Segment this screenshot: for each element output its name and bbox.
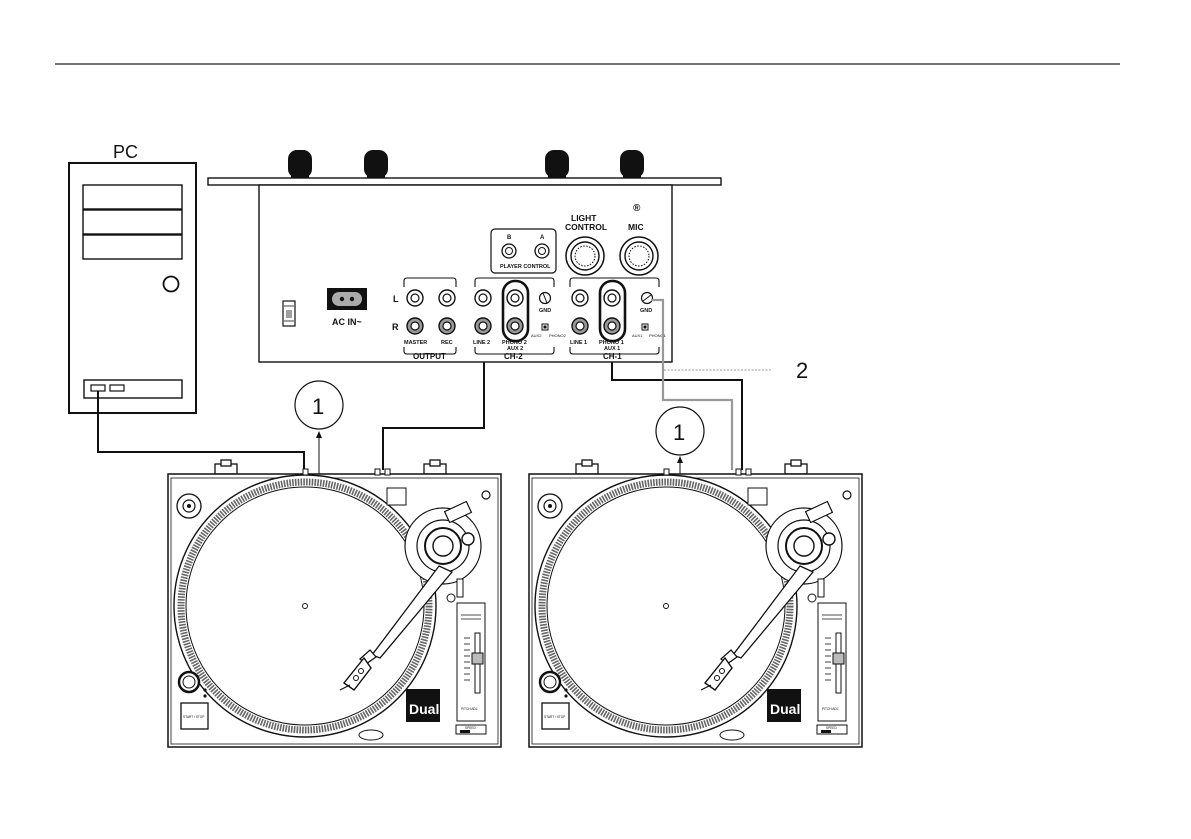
- mixer-top-plate: [208, 178, 721, 185]
- player-control-a-label: A: [540, 235, 545, 241]
- rec-label: REC: [441, 340, 453, 346]
- ac-inlet: [327, 288, 367, 310]
- line1-label: LINE 1: [570, 340, 587, 346]
- ch2-switch-left-label: AUX2: [531, 333, 542, 338]
- master-label: MASTER: [404, 340, 427, 346]
- power-switch: [283, 301, 295, 326]
- turntable-right: Dual START / STOP SPEED PITCH ADJ.: [529, 460, 862, 747]
- turntable-left-brand: Dual: [409, 701, 439, 717]
- ch2-switch-right-label: PHONO2: [549, 333, 567, 338]
- ch2-gnd-label: GND: [539, 308, 551, 314]
- turntable-left-pitch: PITCH ADJ.: [461, 707, 478, 711]
- phono1-r-jack: [604, 318, 620, 334]
- mixer: ® LIGHT CONTROL MIC B A PLAYER CONTROL: [208, 150, 721, 362]
- knob-3: [545, 150, 569, 179]
- turntable-left: Dual START / STOP SPEED PITCH ADJ.: [168, 460, 501, 747]
- rec-l-jack: [439, 290, 455, 306]
- line1-r-jack: [572, 318, 588, 334]
- light-control-jack: [566, 237, 604, 275]
- line2-label: LINE 2: [473, 340, 490, 346]
- ac-in-label: AC IN~: [332, 317, 362, 327]
- rec-r-jack: [439, 318, 455, 334]
- line1-l-jack: [572, 290, 588, 306]
- turntable-right-start-stop: START / STOP: [544, 715, 565, 719]
- player-control-b-label: B: [507, 235, 512, 241]
- pc-tower: PC: [69, 142, 196, 413]
- phono2-l-jack: [507, 290, 523, 306]
- ch1-gnd-screw: [642, 293, 653, 304]
- player-control-b-jack: [502, 244, 516, 258]
- callout-1-right: 1: [656, 407, 704, 474]
- turntable-right-pitch: PITCH ADJ.: [822, 707, 839, 711]
- drive-bay-1: [83, 185, 182, 209]
- power-button: [164, 277, 179, 292]
- turntable-right-brand: Dual: [770, 701, 800, 717]
- drive-bay-2: [83, 210, 182, 234]
- phono1-l-jack: [604, 290, 620, 306]
- player-control-label: PLAYER CONTROL: [500, 264, 551, 270]
- ch1-switch-left-label: AUX1: [632, 333, 643, 338]
- usb-port-2: [110, 385, 124, 391]
- usb-port-1: [91, 385, 105, 391]
- svg-text:1: 1: [312, 394, 324, 419]
- mic-label: MIC: [628, 222, 644, 232]
- light-control-label-2: CONTROL: [565, 222, 607, 232]
- mic-jack: [620, 237, 658, 275]
- callout-1-left: 1: [295, 381, 343, 474]
- turntable-left-speed: SPEED: [465, 726, 477, 730]
- left-channel-label: L: [393, 294, 399, 304]
- phono2-r-jack: [507, 318, 523, 334]
- player-control-a-jack: [535, 244, 549, 258]
- ch2-gnd-screw: [540, 293, 551, 304]
- right-channel-label: R: [392, 322, 399, 332]
- drive-bay-3: [83, 235, 182, 259]
- audio-cable-phono2-to-left-turntable: [383, 362, 484, 470]
- turntable-left-start-stop: START / STOP: [183, 715, 204, 719]
- knob-4: [620, 150, 644, 179]
- knob-2: [364, 150, 388, 179]
- registered-mark: ®: [633, 203, 641, 214]
- callout-2: 2: [796, 358, 808, 383]
- line2-l-jack: [475, 290, 491, 306]
- ch1-gnd-label: GND: [640, 308, 652, 314]
- pc-label: PC: [113, 142, 138, 162]
- svg-text:1: 1: [673, 420, 685, 445]
- line2-r-jack: [475, 318, 491, 334]
- knob-1: [288, 150, 312, 179]
- ch2-label: CH-2: [504, 352, 523, 361]
- ch1-label: CH-1: [603, 352, 622, 361]
- turntable-right-speed: SPEED: [826, 726, 838, 730]
- output-label: OUTPUT: [413, 352, 446, 361]
- master-l-jack: [407, 290, 423, 306]
- mixer-rear-panel: [259, 185, 672, 362]
- master-r-jack: [407, 318, 423, 334]
